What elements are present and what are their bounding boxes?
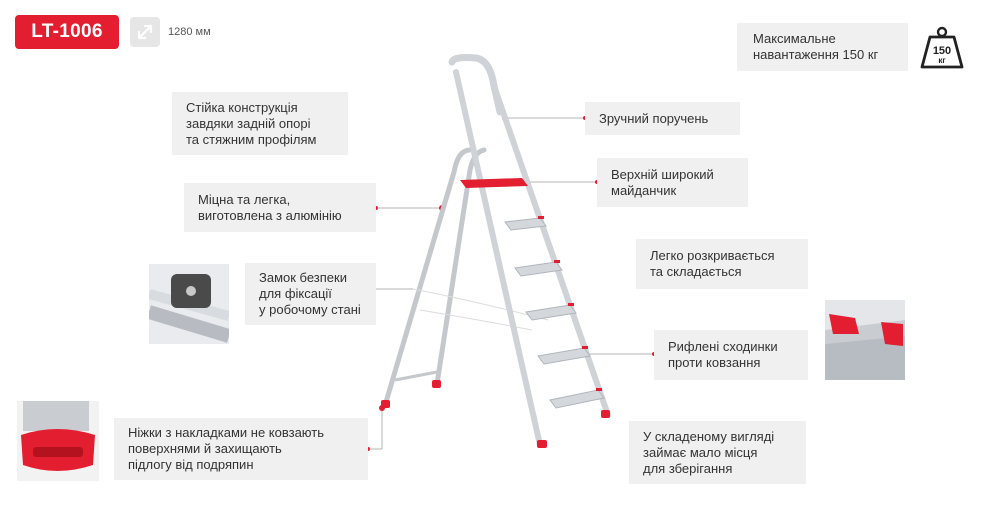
model-badge: LT-1006 bbox=[15, 15, 119, 49]
height-value: 1280 мм bbox=[168, 26, 211, 38]
lock-note: Замок безпеки для фіксації у робочому ст… bbox=[245, 263, 376, 325]
step-detail-image bbox=[825, 300, 905, 380]
weight-icon-unit: кг bbox=[938, 56, 946, 65]
compact-note: У складеному вигляді займає мало місця д… bbox=[629, 421, 806, 484]
weight-icon-value: 150 bbox=[933, 45, 951, 57]
handrail-note: Зручний поручень bbox=[585, 102, 740, 135]
load-note: Максимальне навантаження 150 кг bbox=[737, 23, 908, 71]
diagonal-arrow-icon bbox=[130, 17, 160, 47]
material-note: Міцна та легка, виготовлена з алюмінію bbox=[184, 183, 376, 232]
weight-icon: 150 кг bbox=[920, 26, 964, 69]
folding-note: Легко розкривається та складається bbox=[636, 239, 808, 289]
foot-detail-image bbox=[17, 401, 99, 481]
steps-note: Рифлені сходинки проти ковзання bbox=[654, 330, 808, 380]
platform-note: Верхній широкий майданчик bbox=[597, 158, 748, 207]
feet-note: Ніжки з накладками не ковзають поверхням… bbox=[114, 418, 368, 480]
lock-detail-image bbox=[149, 264, 229, 344]
stability-note: Стійка конструкція завдяки задній опорі … bbox=[172, 92, 348, 155]
